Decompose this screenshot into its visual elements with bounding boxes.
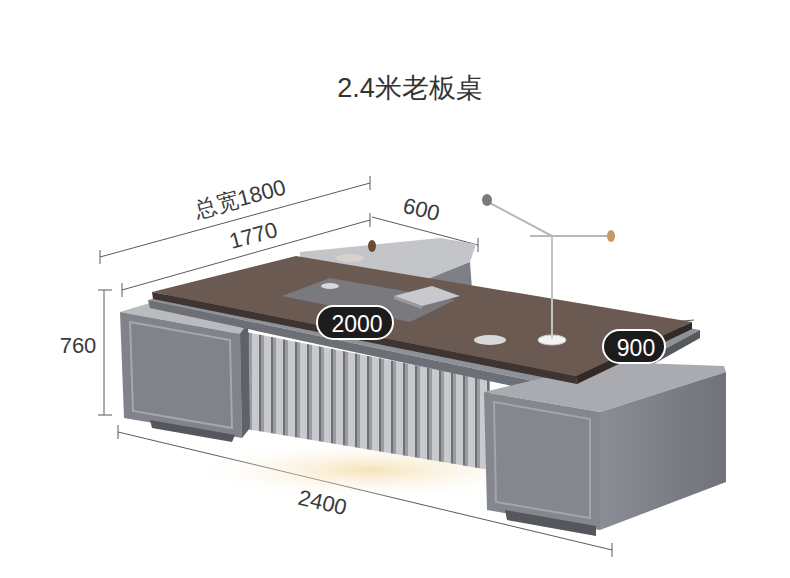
dimension-tick [98, 290, 112, 291]
desktop [152, 256, 692, 384]
cable-grommet [474, 335, 506, 345]
laptop-body [394, 286, 460, 306]
dimension-label: 1770 [227, 219, 280, 253]
desk-top-edge [576, 322, 692, 384]
dimension-tick [122, 283, 123, 297]
dimension-pill: 2000 [316, 305, 393, 340]
pedestal-base [150, 420, 235, 442]
dimension-pill: 900 [602, 329, 666, 364]
dimension-tick [612, 543, 613, 557]
ornament [368, 240, 376, 252]
dimension-value: 900 [617, 337, 655, 360]
dimension-label: 总宽1800 [192, 176, 287, 221]
lamp-weight [607, 230, 615, 242]
desk-top [152, 256, 692, 376]
dimension-tick [370, 213, 371, 227]
lamp-arm [488, 202, 552, 236]
lamp-pole [551, 236, 553, 338]
page-title: 2.4米老板桌 [337, 70, 483, 106]
right-pedestal [484, 362, 726, 536]
dimension-tick [478, 238, 479, 252]
laptop [394, 286, 460, 309]
pedestal-trim [494, 402, 590, 518]
pedestal-side [600, 372, 726, 530]
desk-top-edge [152, 292, 577, 384]
desk-lamp [482, 194, 615, 345]
dimension-label: 600 [401, 195, 442, 225]
dimension-label: 760 [60, 335, 97, 357]
plate [336, 254, 364, 262]
dimension-line [104, 290, 105, 415]
dimension-tick [118, 425, 119, 439]
dimension-tick [100, 250, 101, 264]
pedestal-base [505, 510, 596, 536]
dimension-tick [98, 415, 112, 416]
pedestal-front [484, 392, 600, 530]
lamp-bar [530, 235, 610, 237]
lamp-head [482, 194, 492, 206]
pedestal-trim [130, 322, 232, 428]
cable-grommet [321, 283, 339, 289]
dimension-tick [370, 176, 371, 190]
dimension-value: 2000 [331, 313, 382, 336]
laptop-edge [394, 296, 422, 309]
dimension-label: 2400 [296, 487, 349, 519]
pedestal-side [240, 322, 250, 438]
pedestal-front [120, 312, 242, 438]
